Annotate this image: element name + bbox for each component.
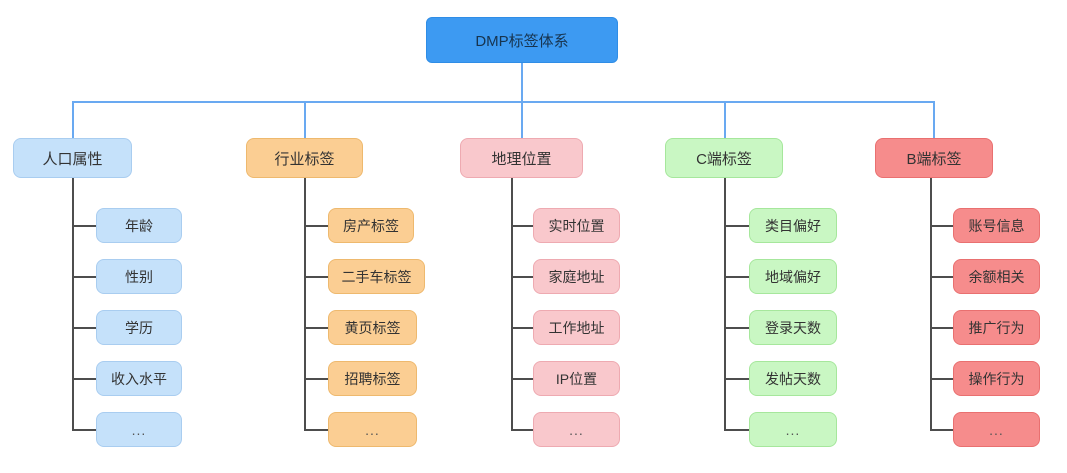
leaf-label: 操作行为 <box>968 370 1025 387</box>
leaf-label: ... <box>989 421 1004 438</box>
leaf-node: 房产标签 <box>328 208 414 243</box>
leaf-node: 二手车标签 <box>328 259 425 294</box>
leaf-label: ... <box>131 421 147 438</box>
leaf-node: 性别 <box>96 259 182 294</box>
tick-leaf <box>304 429 328 431</box>
root-node: DMP标签体系 <box>426 17 618 63</box>
leaf-node-ellipsis: ... <box>749 412 837 447</box>
connector-drop-branch-1 <box>72 101 74 138</box>
trunk-branch-1 <box>72 178 74 430</box>
tick-leaf <box>724 327 749 329</box>
connector-drop-branch-2 <box>304 101 306 138</box>
leaf-node: 收入水平 <box>96 361 182 396</box>
leaf-label: 二手车标签 <box>341 268 412 285</box>
leaf-label: 发帖天数 <box>765 370 821 387</box>
leaf-label: 家庭地址 <box>548 268 605 285</box>
tick-leaf <box>930 327 953 329</box>
leaf-node: 家庭地址 <box>533 259 620 294</box>
tick-leaf <box>511 327 533 329</box>
trunk-branch-3 <box>511 178 513 430</box>
tick-leaf <box>511 276 533 278</box>
tick-leaf <box>72 327 96 329</box>
tick-leaf <box>930 378 953 380</box>
leaf-node: 账号信息 <box>953 208 1040 243</box>
leaf-label: 收入水平 <box>111 370 167 387</box>
connector-drop-branch-3 <box>521 101 523 138</box>
leaf-node: 余额相关 <box>953 259 1040 294</box>
leaf-label: 登录天数 <box>765 319 821 336</box>
leaf-label: 招聘标签 <box>344 370 401 387</box>
branch-label: 人口属性 <box>42 150 103 168</box>
leaf-label: 实时位置 <box>548 217 605 234</box>
trunk-branch-5 <box>930 178 932 430</box>
trunk-branch-2 <box>304 178 306 430</box>
leaf-node: 发帖天数 <box>749 361 837 396</box>
tick-leaf <box>511 378 533 380</box>
tick-leaf <box>724 378 749 380</box>
leaf-label: 黄页标签 <box>344 319 401 336</box>
leaf-node-ellipsis: ... <box>533 412 620 447</box>
leaf-node: 黄页标签 <box>328 310 417 345</box>
tick-leaf <box>304 327 328 329</box>
connector-top-bus <box>72 101 934 103</box>
tick-leaf <box>930 276 953 278</box>
tick-leaf <box>304 225 328 227</box>
leaf-label: 性别 <box>125 268 153 285</box>
leaf-label: 工作地址 <box>548 319 605 336</box>
leaf-label: IP位置 <box>555 370 598 387</box>
branch-label: B端标签 <box>906 150 962 168</box>
branch-label: C端标签 <box>696 150 752 168</box>
leaf-label: ... <box>785 421 801 438</box>
leaf-node: 年龄 <box>96 208 182 243</box>
tick-leaf <box>724 225 749 227</box>
leaf-node-ellipsis: ... <box>328 412 417 447</box>
branch-population-attributes: 人口属性 <box>13 138 132 178</box>
leaf-node: 操作行为 <box>953 361 1040 396</box>
leaf-label: 推广行为 <box>968 319 1025 336</box>
leaf-node: 工作地址 <box>533 310 620 345</box>
tick-leaf <box>511 225 533 227</box>
tick-leaf <box>930 225 953 227</box>
leaf-label: ... <box>365 421 380 438</box>
leaf-node: IP位置 <box>533 361 620 396</box>
branch-b-side-tags: B端标签 <box>875 138 993 178</box>
leaf-node: 登录天数 <box>749 310 837 345</box>
trunk-branch-4 <box>724 178 726 430</box>
leaf-node-ellipsis: ... <box>96 412 182 447</box>
leaf-label: 账号信息 <box>968 217 1025 234</box>
leaf-label: ... <box>569 421 584 438</box>
leaf-node: 类目偏好 <box>749 208 837 243</box>
leaf-label: 房产标签 <box>343 217 399 234</box>
leaf-label: 年龄 <box>125 217 153 234</box>
connector-drop-branch-5 <box>933 101 935 138</box>
leaf-node: 推广行为 <box>953 310 1040 345</box>
branch-label: 行业标签 <box>274 150 335 168</box>
leaf-node: 地域偏好 <box>749 259 837 294</box>
tick-leaf <box>930 429 953 431</box>
leaf-label: 学历 <box>125 319 153 336</box>
tick-leaf <box>724 429 749 431</box>
tick-leaf <box>724 276 749 278</box>
tick-leaf <box>304 378 328 380</box>
branch-industry-tags: 行业标签 <box>246 138 363 178</box>
leaf-node: 实时位置 <box>533 208 620 243</box>
connector-drop-branch-4 <box>724 101 726 138</box>
leaf-label: 类目偏好 <box>765 217 821 234</box>
leaf-label: 地域偏好 <box>765 268 821 285</box>
branch-label: 地理位置 <box>491 150 552 168</box>
connector-root-stem <box>521 63 523 101</box>
branch-geolocation: 地理位置 <box>460 138 583 178</box>
tick-leaf <box>72 225 96 227</box>
leaf-node-ellipsis: ... <box>953 412 1040 447</box>
tick-leaf <box>72 429 96 431</box>
leaf-node: 招聘标签 <box>328 361 417 396</box>
branch-c-side-tags: C端标签 <box>665 138 783 178</box>
tick-leaf <box>511 429 533 431</box>
root-node-label: DMP标签体系 <box>475 32 569 50</box>
tick-leaf <box>72 378 96 380</box>
tick-leaf <box>304 276 328 278</box>
leaf-label: 余额相关 <box>968 268 1025 285</box>
leaf-node: 学历 <box>96 310 182 345</box>
tick-leaf <box>72 276 96 278</box>
